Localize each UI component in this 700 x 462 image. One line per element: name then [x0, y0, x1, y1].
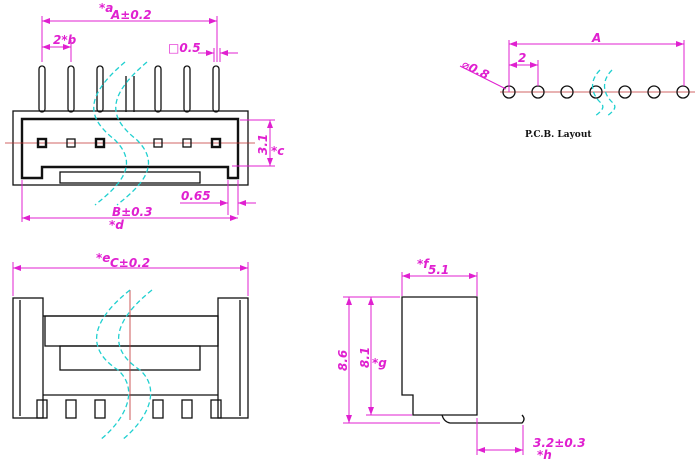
right-post [217, 297, 249, 419]
top-view: *a A±0.2 2*b □0.5 3.1 *c 0.65 B±0.3 *d [5, 1, 284, 232]
break-line-icon [118, 289, 153, 441]
dim-height-tag: *c [271, 144, 284, 158]
dim-total-height: 8.6 [336, 350, 350, 371]
dim-offset: 0.65 [181, 189, 211, 203]
dim-pin-length-tag: *h [537, 448, 552, 462]
pins-top [38, 65, 220, 113]
break-line-icon [603, 69, 616, 118]
pcb-layout: A 2 ⌀0.8 P.C.B. Layout [460, 31, 695, 140]
dim-body-height-tag: *g [372, 356, 387, 370]
dim-pin: □0.5 [168, 41, 201, 55]
dim-height: 3.1 [256, 134, 270, 155]
break-line-icon [93, 61, 128, 206]
dim-a: A±0.2 [110, 8, 152, 22]
dim-width: 5.1 [428, 263, 449, 277]
pcb-layout-title: P.C.B. Layout [525, 130, 592, 140]
contact-squares [36, 137, 222, 149]
housing-outline [12, 110, 249, 186]
dim-c-tag: *e [96, 251, 110, 265]
break-line-icon [115, 61, 150, 206]
housing-inner [20, 117, 240, 180]
break-line-icon [591, 69, 604, 118]
pcb-dim-pitch: 2 [518, 51, 526, 65]
dim-body-height: 8.1 [358, 347, 372, 368]
break-line-icon [96, 289, 131, 441]
dim-pitch: 2*b [53, 33, 77, 47]
dim-c: C±0.2 [110, 256, 150, 270]
side-view: *f 5.1 8.6 8.1 *g 3.2±0.3 *h [336, 257, 586, 462]
dim-b-tag: *d [109, 218, 124, 232]
side-body [401, 296, 478, 416]
dim-pin-length: 3.2±0.3 [533, 436, 586, 450]
bottom-rail [59, 171, 201, 184]
dim-a-tag: *a [99, 1, 113, 15]
dim-width-tag: *f [417, 257, 430, 271]
front-view: *e C±0.2 [12, 251, 249, 441]
dim-b: B±0.3 [112, 205, 152, 219]
side-pin [441, 414, 525, 424]
left-post [12, 297, 44, 419]
pins-front [36, 399, 222, 419]
pcb-dim-hole: ⌀0.8 [460, 57, 492, 82]
pcb-dim-a: A [591, 31, 601, 45]
